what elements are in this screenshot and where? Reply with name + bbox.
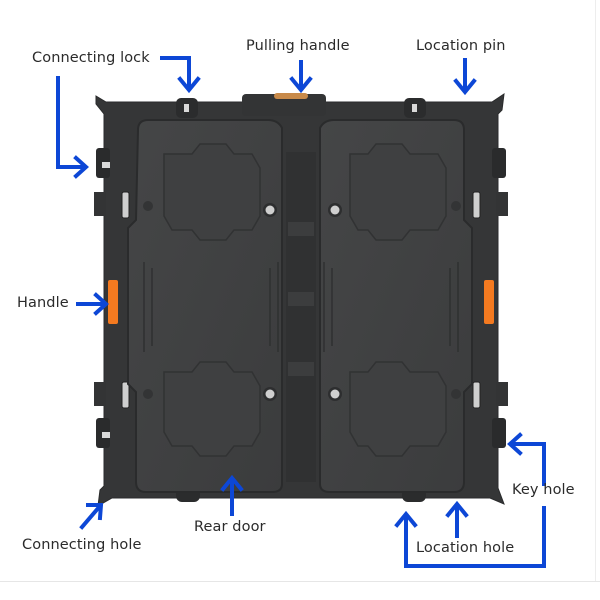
label-pulling-handle: Pulling handle — [246, 38, 350, 54]
label-location-pin: Location pin — [416, 38, 506, 54]
label-key-hole: Key hole — [512, 482, 575, 498]
led-cabinet-rear-panel — [94, 92, 508, 507]
label-location-hole: Location hole — [416, 540, 515, 556]
frame-rule-right — [595, 0, 596, 582]
label-rear-door: Rear door — [194, 519, 266, 535]
label-connecting-hole: Connecting hole — [22, 537, 142, 553]
label-connecting-lock: Connecting lock — [32, 50, 150, 66]
label-handle: Handle — [17, 295, 69, 311]
frame-rule-bottom — [0, 581, 600, 582]
